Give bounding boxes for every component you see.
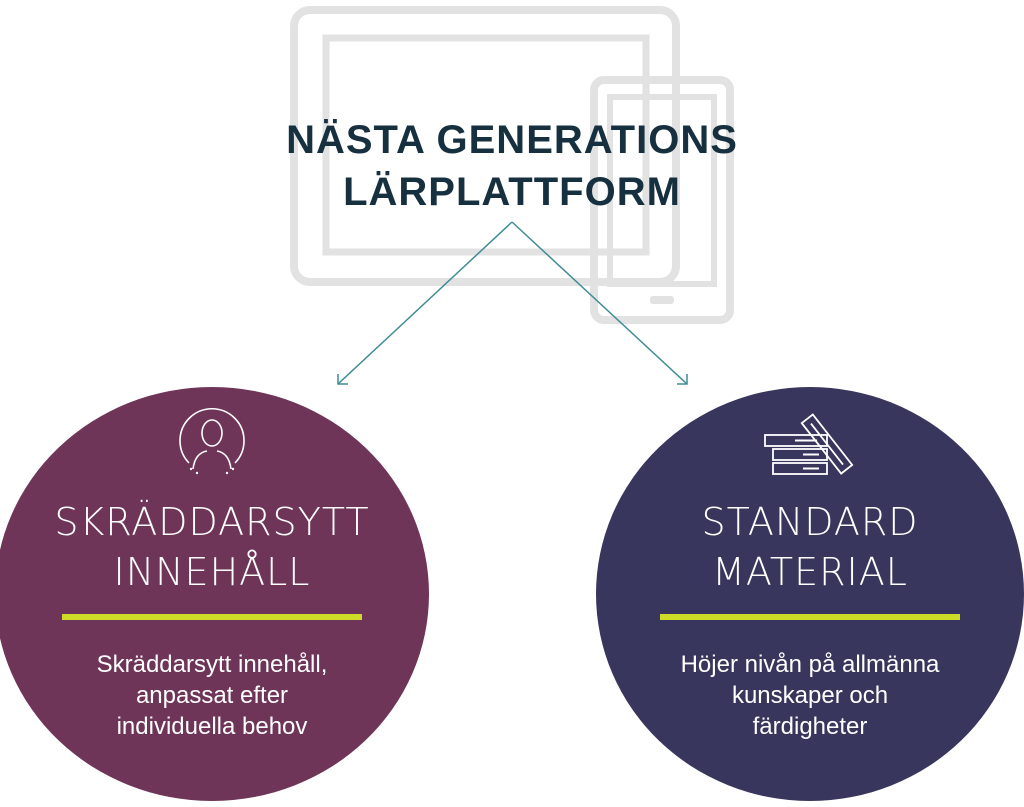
arrow-left-line: [337, 221, 513, 385]
standard-material-circle: STANDARD MATERIAL Höjer nivån på allmänn…: [596, 387, 1024, 801]
books-icon: [764, 413, 854, 475]
right-desc-line-1: Höjer nivån på allmänna: [680, 651, 940, 678]
right-accent-rule: [660, 614, 960, 620]
tailored-content-circle: SKRÄDDARSYTT INNEHÅLL Skräddarsytt inneh…: [0, 387, 429, 801]
phone-screen: [607, 94, 717, 287]
left-heading: SKRÄDDARSYTT INNEHÅLL: [0, 497, 429, 597]
title-line-2: LÄRPLATTFORM: [343, 170, 681, 214]
right-description: Höjer nivån på allmänna kunskaper och fä…: [596, 649, 1024, 742]
right-desc-line-3: färdigheter: [752, 713, 868, 740]
right-heading-line-2: MATERIAL: [712, 550, 908, 594]
arrow-right-head: [677, 374, 688, 385]
left-desc-line-3: individuella behov: [116, 713, 308, 740]
right-desc-line-2: kunskaper och: [731, 682, 889, 709]
left-heading-line-1: SKRÄDDARSYTT: [54, 500, 370, 544]
page-title: NÄSTA GENERATIONS LÄRPLATTFORM: [212, 114, 812, 218]
arrow-right-line: [511, 221, 688, 385]
person-icon: [179, 407, 245, 475]
right-heading-line-1: STANDARD: [701, 500, 919, 544]
left-desc-line-1: Skräddarsytt innehåll,: [96, 651, 328, 678]
phone-home-button: [650, 296, 674, 304]
left-desc-line-2: anpassat efter: [135, 682, 289, 709]
arrow-left-head: [337, 374, 348, 385]
left-description: Skräddarsytt innehåll, anpassat efter in…: [0, 649, 429, 742]
tablet-outline: [290, 6, 680, 286]
phone-outline: [590, 76, 734, 324]
title-line-1: NÄSTA GENERATIONS: [286, 118, 738, 162]
right-heading: STANDARD MATERIAL: [596, 497, 1024, 597]
tablet-screen: [322, 34, 650, 256]
left-heading-line-2: INNEHÅLL: [113, 550, 311, 594]
left-accent-rule: [62, 614, 362, 620]
